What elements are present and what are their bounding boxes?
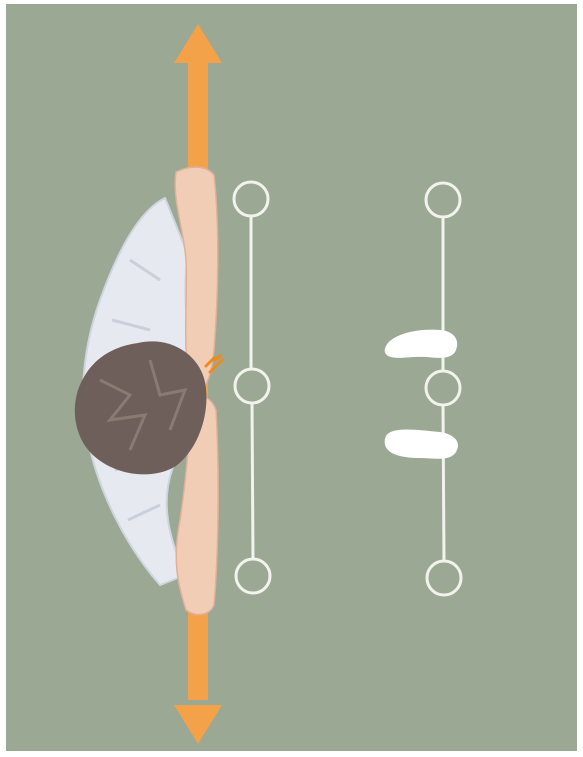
footprint-icon	[385, 430, 458, 459]
